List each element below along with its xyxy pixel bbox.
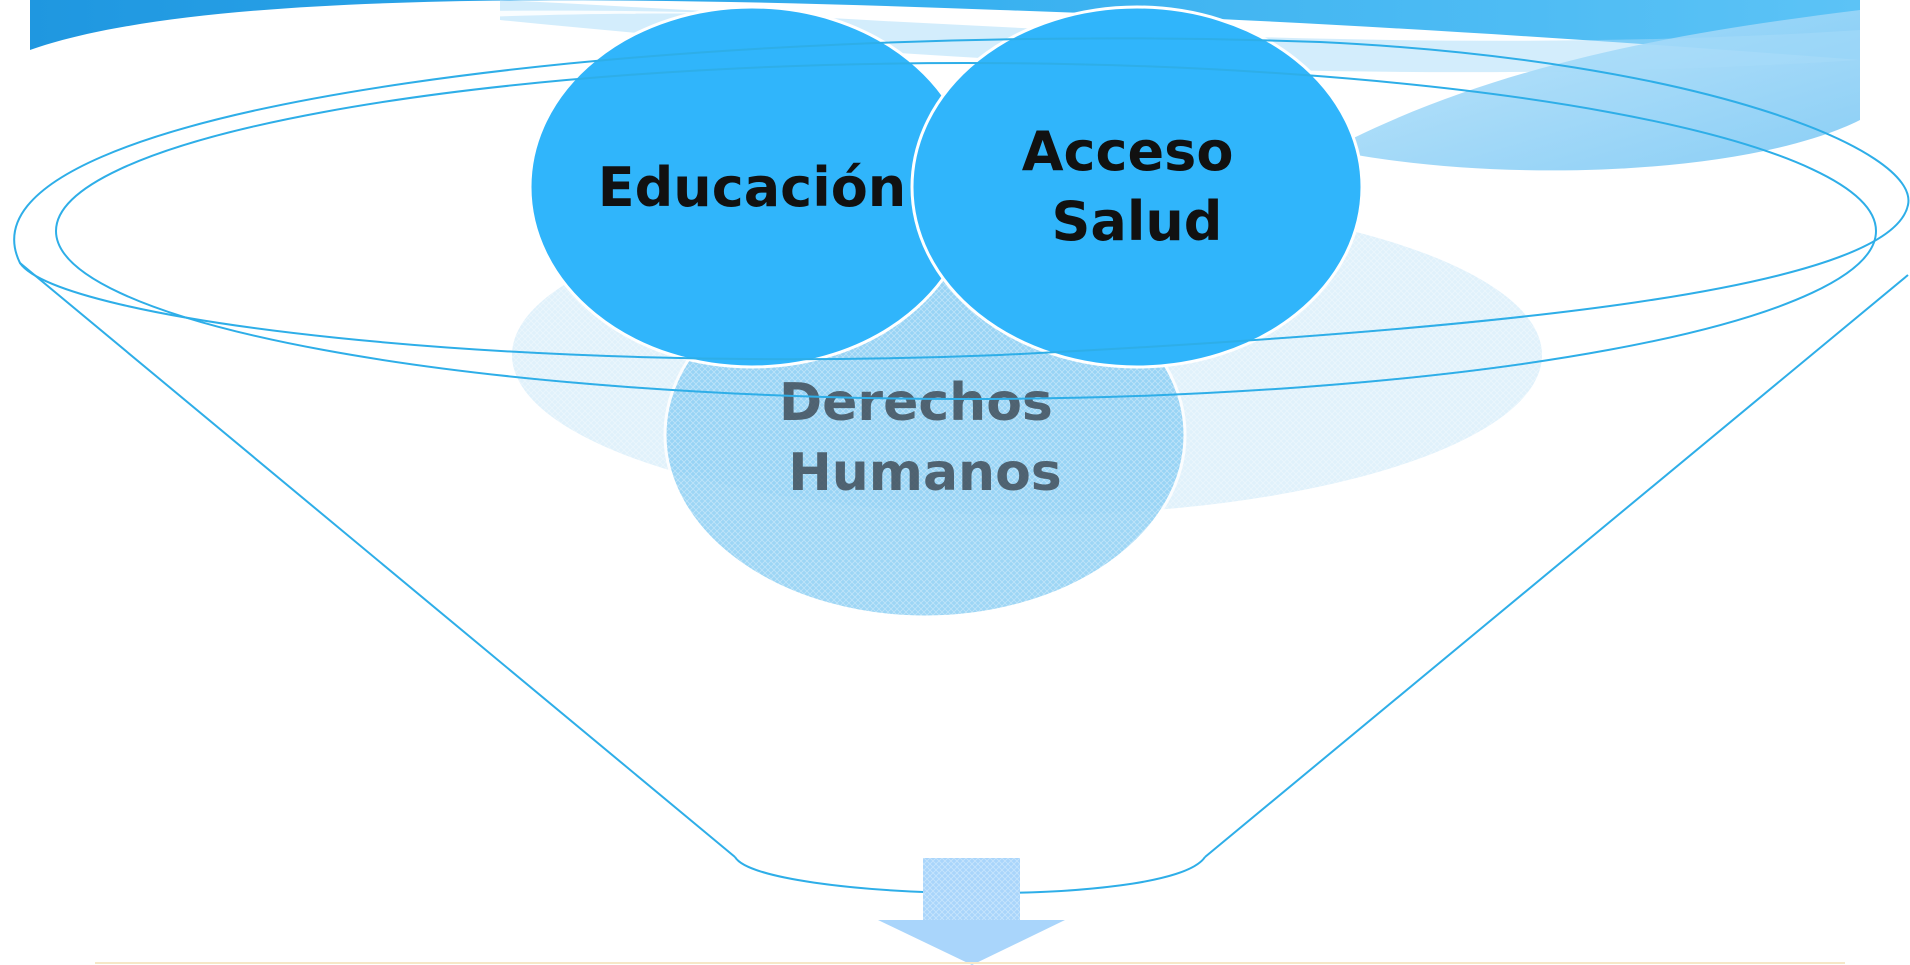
circle-educacion: Educación [528, 5, 976, 369]
educacion-label: Educación [598, 156, 907, 219]
derechos-humanos-line-1: Derechos [779, 373, 1053, 433]
funnel-rim-inner [55, 62, 1877, 400]
funnel-right-side [1204, 274, 1909, 858]
header-wave-white-band [30, 10, 800, 60]
svg-text:Derechos Humanos: Derechos Humanos [779, 373, 1071, 503]
svg-text:Educación: Educación [598, 156, 907, 219]
header-wave-dark [30, 0, 1860, 60]
acceso-salud-line-1: Acceso [1022, 120, 1234, 183]
funnel-rim-outer [13, 37, 1910, 361]
circle-acceso-salud-shape [910, 5, 1364, 369]
circle-acceso-salud: Acceso Salud [910, 5, 1364, 369]
acceso-salud-line-2: Salud [1052, 190, 1223, 253]
derechos-humanos-line-2: Humanos [788, 443, 1062, 503]
funnel-left-side [19, 262, 736, 858]
svg-text:Acceso Salud: Acceso Salud [1022, 120, 1253, 253]
down-arrow [878, 858, 1065, 965]
